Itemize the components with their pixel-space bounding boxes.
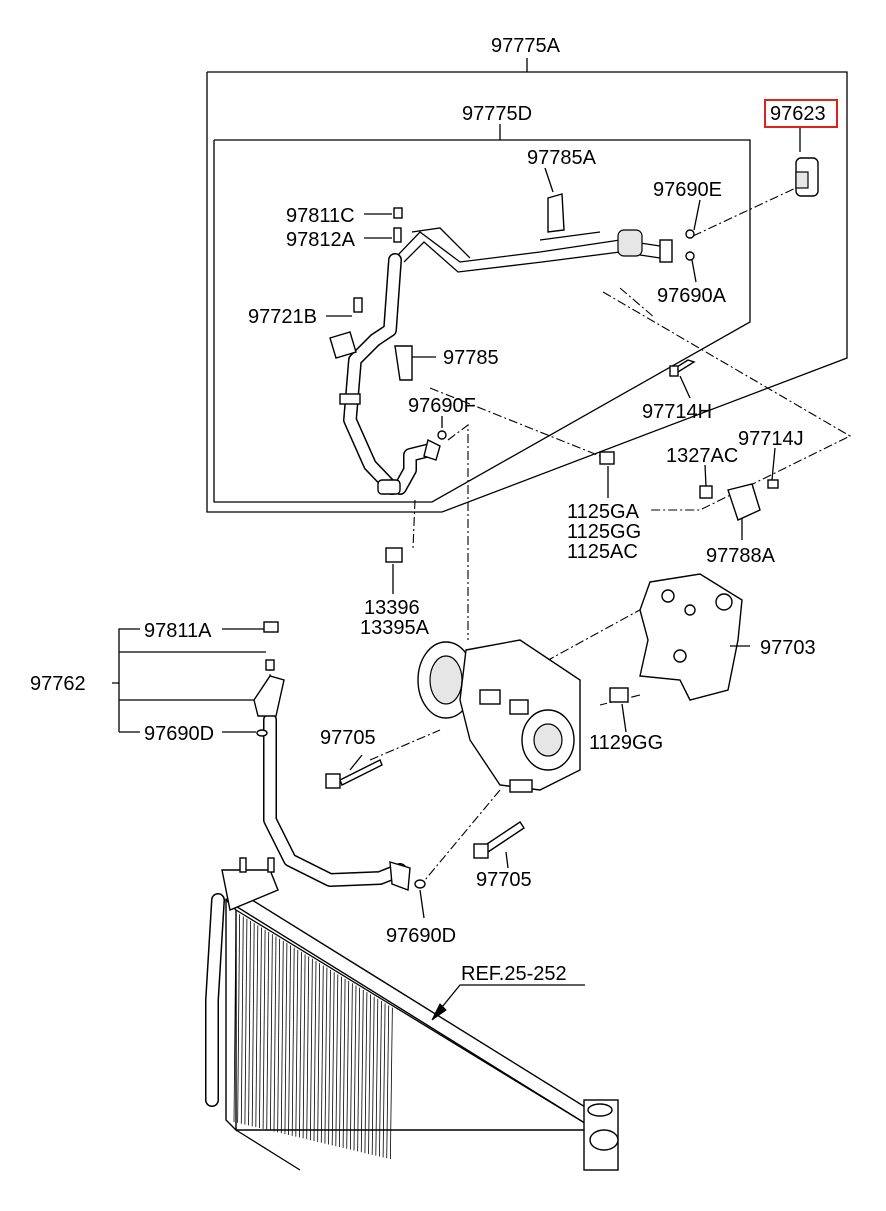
condenser-fin bbox=[262, 929, 266, 1129]
condenser-fin bbox=[375, 998, 379, 1156]
label-97703: 97703 bbox=[760, 637, 816, 659]
condenser-fin bbox=[346, 981, 350, 1149]
condenser-fin bbox=[382, 1003, 386, 1158]
label-97812A: 97812A bbox=[286, 229, 356, 251]
discharge-hose-97762 bbox=[253, 621, 426, 891]
condenser-fin bbox=[353, 985, 357, 1151]
label-97811A: 97811A bbox=[144, 620, 212, 642]
pressure-switch-97623 bbox=[795, 126, 819, 197]
label-97775A: 97775A bbox=[491, 35, 561, 57]
condenser-fin bbox=[302, 954, 306, 1139]
part-labels: 97775A 97775D 97623 97785A 97690E 97811C… bbox=[30, 35, 838, 985]
label-97785A: 97785A bbox=[527, 147, 597, 169]
label-13396: 13396 bbox=[364, 597, 420, 619]
condenser-fin bbox=[280, 940, 284, 1134]
condenser-fin bbox=[357, 987, 361, 1152]
label-1327AC: 1327AC bbox=[666, 445, 738, 467]
label-97690D-upper: 97690D bbox=[144, 723, 214, 745]
condenser-fin bbox=[360, 989, 364, 1153]
label-97690F: 97690F bbox=[408, 395, 476, 417]
label-97690E: 97690E bbox=[653, 179, 722, 201]
condenser-fin bbox=[342, 978, 346, 1148]
label-97811C: 97811C bbox=[286, 205, 355, 227]
label-leaders bbox=[112, 167, 776, 1021]
condenser-fin bbox=[306, 956, 310, 1140]
condenser-fin bbox=[379, 1001, 382, 1157]
condenser-fin bbox=[368, 994, 371, 1154]
condenser-fin bbox=[364, 992, 368, 1154]
label-97623: 97623 bbox=[770, 103, 826, 125]
condenser-fin bbox=[349, 983, 353, 1150]
label-97785: 97785 bbox=[443, 347, 499, 369]
label-13395A: 13395A bbox=[360, 617, 430, 639]
ac-compressor bbox=[417, 639, 581, 793]
condenser-fin bbox=[269, 934, 273, 1131]
condenser-fin bbox=[251, 923, 255, 1127]
label-97690D-lower: 97690D bbox=[386, 925, 456, 947]
condenser-fin bbox=[320, 965, 324, 1143]
label-97714H: 97714H bbox=[642, 401, 712, 423]
condenser-fin bbox=[295, 949, 299, 1137]
compressor-bracket-97703 bbox=[639, 573, 743, 701]
label-97690A: 97690A bbox=[657, 285, 727, 307]
condenser-fin bbox=[259, 927, 262, 1129]
highlight-box-97623 bbox=[764, 99, 838, 128]
condenser bbox=[205, 857, 619, 1171]
condenser-fin bbox=[324, 967, 328, 1144]
label-97705-lower: 97705 bbox=[476, 869, 532, 891]
condenser-fin bbox=[273, 936, 277, 1132]
condenser-fin bbox=[331, 972, 335, 1146]
condenser-fin bbox=[335, 974, 339, 1147]
label-97762: 97762 bbox=[30, 673, 86, 695]
label-ref-25-252: REF.25-252 bbox=[461, 963, 567, 985]
assembly-box-97775D bbox=[213, 124, 751, 503]
condenser-fin bbox=[317, 963, 321, 1142]
label-1125GG: 1125GG bbox=[567, 521, 641, 543]
condenser-fin bbox=[386, 1005, 390, 1159]
condenser-fin bbox=[389, 1007, 393, 1160]
condenser-fin bbox=[266, 932, 270, 1130]
label-1125GA: 1125GA bbox=[567, 501, 640, 523]
condenser-fin bbox=[339, 976, 342, 1148]
label-1125AC: 1125AC bbox=[567, 541, 638, 563]
condenser-fin bbox=[328, 969, 331, 1145]
label-97788A: 97788A bbox=[706, 545, 776, 567]
condenser-fin bbox=[288, 945, 291, 1135]
label-97721B: 97721B bbox=[248, 306, 317, 328]
hardware bbox=[385, 359, 779, 703]
condenser-fin bbox=[309, 958, 313, 1141]
condenser-fin bbox=[244, 918, 248, 1125]
condenser-fin bbox=[233, 911, 237, 1123]
label-1129GG: 1129GG bbox=[589, 732, 663, 754]
assembly-box-97775A bbox=[206, 58, 848, 513]
suction-hose-assembly bbox=[339, 227, 673, 495]
condenser-fin bbox=[284, 943, 288, 1135]
condenser-fin bbox=[299, 952, 302, 1138]
label-97775D: 97775D bbox=[462, 103, 532, 125]
compressor-bolts bbox=[325, 759, 525, 859]
condenser-fin bbox=[277, 938, 281, 1133]
condenser-fin bbox=[237, 914, 241, 1123]
condenser-fin bbox=[291, 947, 295, 1136]
upper-fittings bbox=[329, 193, 695, 440]
condenser-fin bbox=[255, 925, 259, 1128]
condenser-fin bbox=[248, 920, 251, 1126]
condenser-fin bbox=[313, 960, 317, 1142]
condenser-fin bbox=[371, 996, 375, 1155]
condenser-fin bbox=[240, 916, 244, 1124]
label-97705-upper: 97705 bbox=[320, 727, 376, 749]
label-97714J: 97714J bbox=[738, 428, 804, 450]
